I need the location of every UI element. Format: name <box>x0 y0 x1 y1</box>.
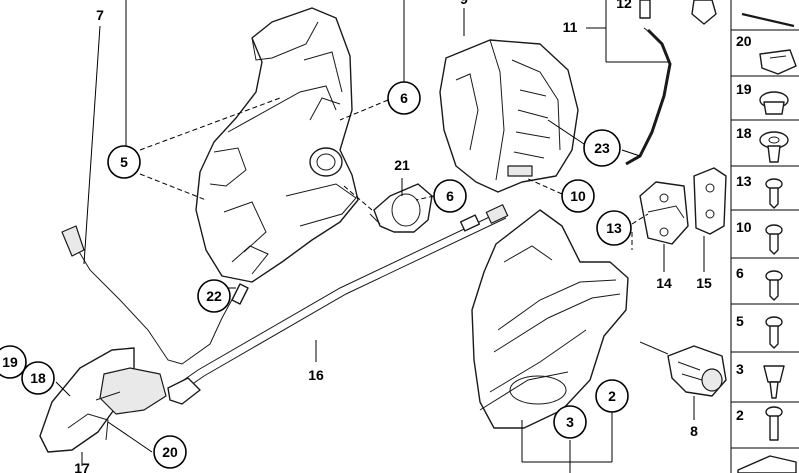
push-rivet-icon <box>691 0 717 25</box>
striker-mount <box>693 167 727 235</box>
callout-21: 21 <box>394 157 410 173</box>
callout-20: 20 <box>153 435 187 469</box>
sidebar-label-20: 20 <box>736 33 752 49</box>
handle-cap <box>39 347 167 453</box>
label-11: 11 <box>563 19 578 35</box>
lock-housing <box>439 39 579 193</box>
callout-3: 3 <box>553 405 587 439</box>
sidebar-label-3: 3 <box>736 361 744 377</box>
clip-nut-icon <box>759 49 797 75</box>
label-14: 14 <box>656 275 672 291</box>
torx-bolt-icon <box>765 316 783 349</box>
callout-13: 13 <box>596 210 632 246</box>
cable-tie-icon <box>741 12 795 28</box>
label-17: 17 <box>74 460 90 473</box>
svg-text:13: 13 <box>606 220 622 236</box>
svg-text:6: 6 <box>400 90 408 106</box>
svg-text:22: 22 <box>206 288 222 304</box>
plug-icon <box>759 91 789 115</box>
svg-text:23: 23 <box>594 140 610 156</box>
svg-text:20: 20 <box>162 444 178 460</box>
sidebar-label-10: 10 <box>736 219 752 235</box>
guide-pin-icon <box>765 406 783 441</box>
expanding-rivet-icon <box>759 131 789 163</box>
svg-text:3: 3 <box>566 414 574 430</box>
label-12: 12 <box>616 0 632 11</box>
callout-23: 23 <box>583 129 621 167</box>
callout-10: 10 <box>561 179 595 213</box>
sidebar-label-2: 2 <box>736 407 744 423</box>
label-9: 9 <box>460 0 468 7</box>
bowden-cable <box>167 204 509 405</box>
callout-2: 2 <box>595 379 629 413</box>
callout-6-upper: 6 <box>387 81 421 115</box>
parts-sidebar: 20 19 18 13 10 <box>691 0 799 473</box>
door-cable <box>61 225 249 365</box>
sidebar-label-6: 6 <box>736 265 744 281</box>
callout-6-lower: 6 <box>433 179 467 213</box>
label-8: 8 <box>690 423 698 439</box>
sidebar-label-18: 18 <box>736 125 752 141</box>
rubber-buffer-icon <box>763 365 785 399</box>
striker-plate <box>639 181 689 245</box>
sidebar-label-5: 5 <box>736 313 744 329</box>
outer-door-handle <box>471 209 629 429</box>
small-pin <box>639 0 651 19</box>
carrier-bracket <box>195 7 359 283</box>
torx-screw-icon-13 <box>765 178 783 209</box>
torx-screw-icon-6 <box>765 270 783 301</box>
callout-22: 22 <box>197 279 231 313</box>
svg-text:18: 18 <box>30 370 46 386</box>
connecting-rod <box>625 27 672 166</box>
label-16: 16 <box>308 367 324 383</box>
callout-18: 18 <box>21 361 55 395</box>
torx-screw-icon-10 <box>765 224 783 255</box>
lock-cylinder <box>639 341 727 397</box>
svg-text:21: 21 <box>394 157 410 173</box>
callout-5: 5 <box>107 145 141 179</box>
svg-text:6: 6 <box>446 188 454 204</box>
svg-text:2: 2 <box>608 388 616 404</box>
svg-text:19: 19 <box>2 354 18 370</box>
label-15: 15 <box>696 275 712 291</box>
callout-19: 19 <box>0 345 27 379</box>
svg-text:5: 5 <box>120 154 128 170</box>
leader-lines <box>55 0 705 473</box>
sidebar-label-13: 13 <box>736 173 752 189</box>
fold-arrow-icon <box>737 455 797 473</box>
svg-text:10: 10 <box>570 188 586 204</box>
retaining-clip <box>369 183 433 233</box>
label-7: 7 <box>96 7 104 23</box>
sidebar-label-19: 19 <box>736 81 752 97</box>
